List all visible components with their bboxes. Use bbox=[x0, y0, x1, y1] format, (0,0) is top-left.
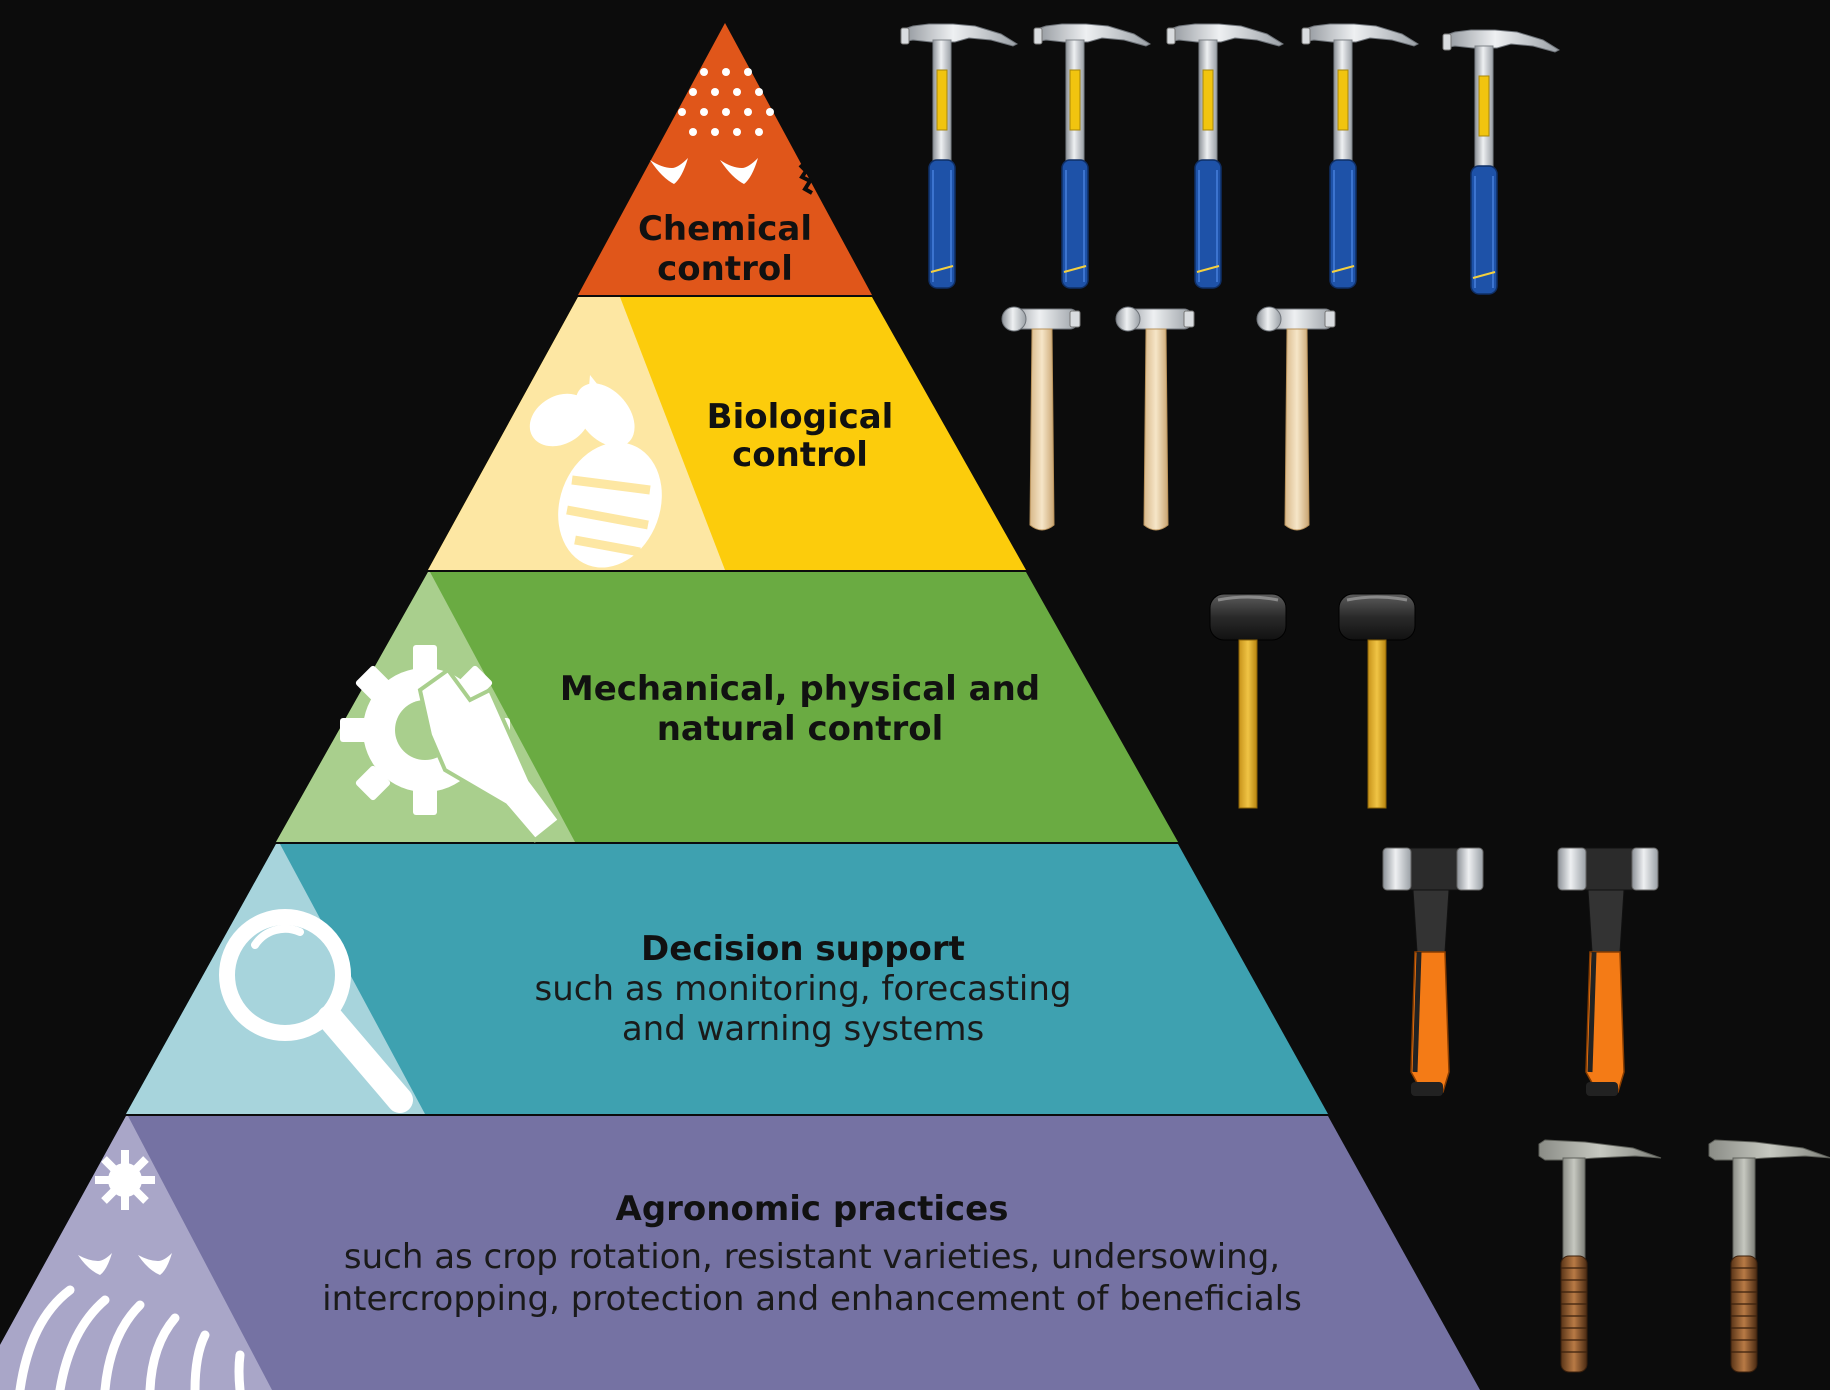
rock-pick-hammer-icon bbox=[1538, 1139, 1662, 1373]
tier-chemical-control: Chemical control bbox=[578, 23, 872, 295]
ball-peen-hammer-icon bbox=[1256, 306, 1336, 531]
tier-agronomic-band bbox=[0, 1116, 1480, 1390]
rock-pick-hammer-group bbox=[1538, 1139, 1830, 1373]
ball-peen-hammer-icon bbox=[1115, 306, 1195, 531]
framing-hammer-icon bbox=[1166, 23, 1284, 289]
gear-hand-icon bbox=[340, 645, 563, 843]
framing-hammer-group bbox=[900, 23, 1560, 295]
tier-agronomic-practices: Agronomic practices such as crop rotatio… bbox=[0, 1116, 1480, 1390]
framing-hammer-icon bbox=[1301, 23, 1419, 289]
tier-decision-subtitle-line-1: such as monitoring, forecasting bbox=[535, 969, 1072, 1009]
tier-biological-title-line-1: Biological bbox=[707, 397, 894, 437]
tier-mechanical-title-line-1: Mechanical, physical and bbox=[560, 669, 1040, 709]
ball-peen-hammer-group bbox=[1001, 306, 1336, 531]
magnifier-icon bbox=[219, 909, 413, 1113]
framing-hammer-icon bbox=[900, 23, 1018, 289]
framing-hammer-icon bbox=[1442, 29, 1560, 295]
tier-decision-support: Decision support such as monitoring, for… bbox=[126, 844, 1328, 1114]
tier-decision-title: Decision support bbox=[641, 929, 965, 969]
framing-hammer-icon bbox=[1033, 23, 1151, 289]
tier-biological-control: Biological control bbox=[428, 297, 1026, 570]
tier-chemical-title-line-1: Chemical bbox=[638, 209, 812, 249]
tier-mechanical-control: Mechanical, physical and natural control bbox=[276, 572, 1178, 843]
tier-decision-band bbox=[126, 844, 1328, 1114]
tier-agronomic-accent bbox=[0, 1116, 272, 1390]
tier-agronomic-subtitle-line-1: such as crop rotation, resistant varieti… bbox=[344, 1237, 1280, 1277]
tier-chemical-title-line-2: control bbox=[657, 249, 793, 289]
ball-peen-hammer-icon bbox=[1001, 306, 1081, 531]
rock-pick-hammer-icon bbox=[1708, 1139, 1830, 1373]
rubber-mallet-group bbox=[1208, 592, 1417, 810]
field-icon bbox=[15, 1150, 245, 1390]
tier-agronomic-title: Agronomic practices bbox=[616, 1189, 1009, 1229]
tier-chemical-band bbox=[578, 23, 872, 295]
tier-mechanical-title-line-2: natural control bbox=[657, 709, 944, 749]
bee-icon bbox=[529, 375, 662, 568]
tier-decision-subtitle-line-2: and warning systems bbox=[622, 1009, 984, 1049]
sledge-hammer-group bbox=[1383, 848, 1658, 1096]
rubber-mallet-icon bbox=[1337, 592, 1417, 810]
tier-agronomic-subtitle-line-2: intercropping, protection and enhancemen… bbox=[322, 1279, 1302, 1319]
torn-edge-decoration bbox=[798, 163, 813, 195]
sledge-hammer-icon bbox=[1383, 848, 1483, 1096]
tier-biological-title-line-2: control bbox=[732, 435, 868, 475]
spray-icon bbox=[650, 68, 774, 184]
sledge-hammer-icon bbox=[1558, 848, 1658, 1096]
rubber-mallet-icon bbox=[1208, 592, 1288, 810]
